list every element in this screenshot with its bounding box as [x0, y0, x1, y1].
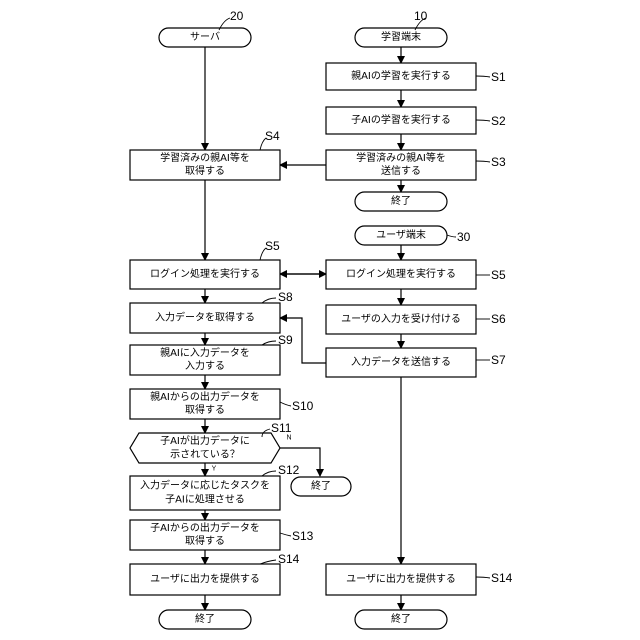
node-text: 学習済みの親AI等を: [160, 151, 250, 164]
decision-s11: 子AIが出力データに 示されている？: [130, 433, 280, 463]
node-text: 親AIの学習を実行する: [351, 69, 451, 82]
node-text: 終了: [311, 479, 331, 492]
process-step-s5-user: ログイン処理を実行する: [326, 260, 476, 289]
node-text: 入力データを取得する: [155, 311, 255, 324]
ref-label: S3: [491, 155, 506, 169]
node-text: 入力データを送信する: [351, 355, 451, 368]
ref-label: S13: [292, 529, 314, 543]
terminator-end-4: 終了: [355, 610, 447, 629]
terminator-learning-terminal: 学習端末: [355, 28, 447, 47]
node-text: ユーザに出力を提供する: [346, 572, 456, 585]
process-step-s14-user: ユーザに出力を提供する: [326, 564, 476, 595]
node-text: 取得する: [185, 404, 225, 416]
terminator-end-1: 終了: [355, 192, 447, 211]
ref-label: S10: [292, 399, 314, 413]
ref-label: S5: [265, 239, 280, 253]
node-text: ユーザ端末: [376, 228, 426, 241]
process-step-s7: 入力データを送信する: [326, 348, 476, 377]
process-step-s14-server: ユーザに出力を提供する: [130, 564, 280, 595]
terminator-server: サーバ: [159, 28, 251, 47]
ref-label: S1: [491, 70, 506, 84]
process-step-s5-server: ログイン処理を実行する: [130, 260, 280, 289]
node-text: 子AIの学習を実行する: [351, 113, 451, 126]
node-text: 終了: [195, 612, 215, 625]
node-text: 学習端末: [381, 30, 421, 43]
node-text: 取得する: [185, 165, 225, 177]
ref-label: S8: [278, 290, 293, 304]
node-text: ログイン処理を実行する: [346, 267, 456, 280]
node-text: 取得する: [185, 535, 225, 547]
ref-label: S11: [271, 421, 292, 435]
node-text: 子AIが出力データに: [160, 434, 250, 447]
node-text: 親AIに入力データを: [160, 346, 250, 359]
node-text: ユーザの入力を受け付ける: [341, 312, 461, 325]
node-text: 示されている？: [170, 449, 240, 461]
process-step-s4: 学習済みの親AI等を 取得する: [130, 150, 280, 180]
process-step-s9: 親AIに入力データを 入力する: [130, 345, 280, 375]
node-text: 送信する: [381, 164, 421, 177]
process-step-s12: 入力データに応じたタスクを 子AIに処理させる: [130, 476, 280, 510]
node-text: 子AIに処理させる: [165, 493, 245, 506]
ref-label: S14: [278, 552, 300, 566]
node-text: 終了: [391, 612, 411, 625]
ref-label: S6: [491, 312, 506, 326]
node-text: 学習済みの親AI等を: [356, 151, 446, 164]
node-text: 入力データに応じたタスクを: [140, 479, 270, 492]
ref-label: S2: [491, 114, 506, 128]
node-text: サーバ: [190, 31, 220, 43]
terminator-end-3: 終了: [159, 610, 251, 629]
ref-label: 10: [414, 9, 428, 23]
process-step-s8: 入力データを取得する: [130, 303, 280, 333]
branch-yes-label: Y: [212, 466, 217, 473]
ref-label: S7: [491, 353, 506, 367]
node-text: ユーザに出力を提供する: [150, 572, 260, 585]
node-text: ログイン処理を実行する: [150, 267, 260, 280]
process-step-s3: 学習済みの親AI等を 送信する: [326, 150, 476, 180]
terminator-user-terminal: ユーザ端末: [355, 226, 447, 245]
ref-label: 30: [457, 230, 471, 244]
node-text: 親AIからの出力データを: [150, 390, 260, 403]
node-text: 子AIからの出力データを: [150, 521, 260, 534]
ref-label: S5: [491, 268, 506, 282]
ref-label: S9: [278, 333, 293, 347]
process-step-s10: 親AIからの出力データを 取得する: [130, 389, 280, 419]
branch-no-label: N: [286, 435, 291, 442]
node-text: 終了: [391, 194, 411, 207]
process-step-s6: ユーザの入力を受け付ける: [326, 305, 476, 334]
ref-label: S12: [278, 463, 300, 477]
process-step-s1: 親AIの学習を実行する: [326, 63, 476, 90]
ref-label: S4: [265, 129, 280, 143]
ref-label: 20: [230, 9, 244, 23]
node-text: 入力する: [185, 359, 225, 372]
ref-label: S14: [491, 571, 513, 585]
terminator-end-2: 終了: [291, 477, 351, 496]
process-step-s2: 子AIの学習を実行する: [326, 107, 476, 134]
process-step-s13: 子AIからの出力データを 取得する: [130, 520, 280, 550]
